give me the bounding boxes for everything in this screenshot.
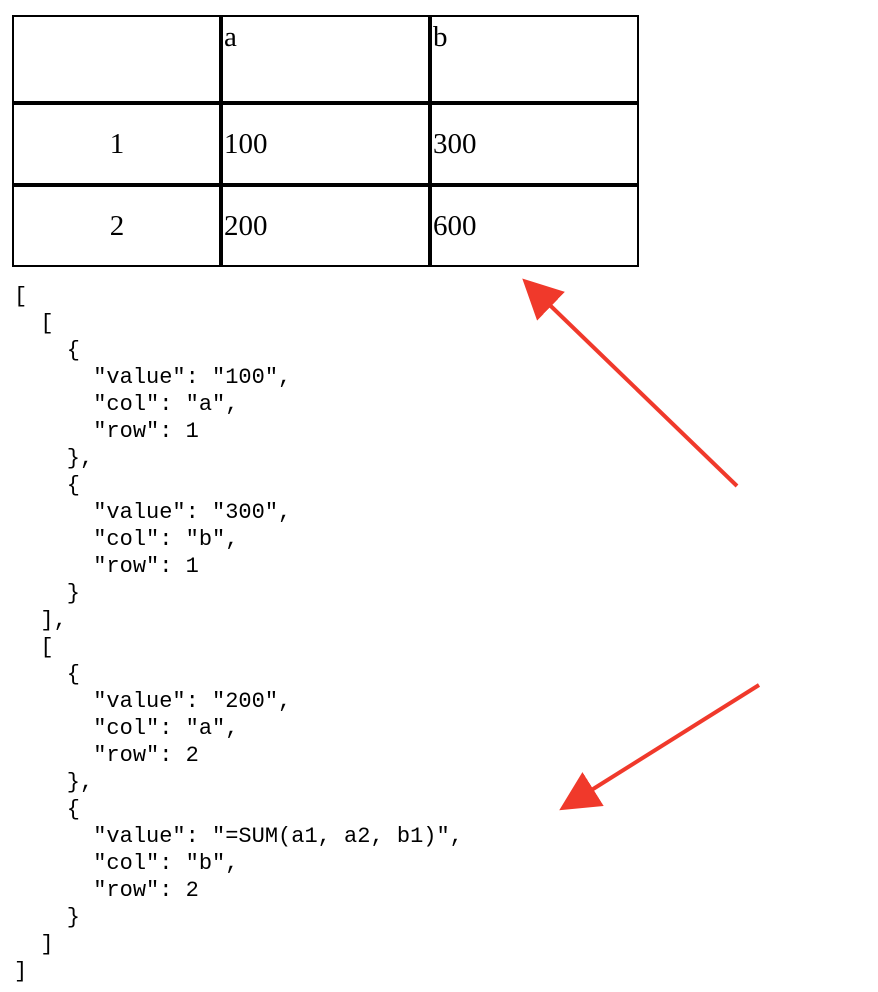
row-header-1: 1 (12, 101, 222, 186)
arrow-to-formula-icon (559, 683, 761, 811)
table-header-row: a b (12, 15, 639, 104)
column-header-b: b (428, 15, 639, 104)
table-row: 2 200 600 (12, 183, 639, 267)
table-row: 1 100 300 (12, 101, 639, 186)
json-output: [ [ { "value": "100", "col": "a", "row":… (14, 284, 463, 984)
column-header-a: a (219, 15, 431, 104)
cell-b2[interactable]: 600 (428, 183, 639, 267)
cell-b1[interactable]: 300 (428, 101, 639, 186)
corner-cell (12, 15, 222, 104)
cell-a1[interactable]: 100 (219, 101, 431, 186)
row-header-2: 2 (12, 183, 222, 267)
arrow-to-table-icon (522, 278, 739, 488)
cell-a2[interactable]: 200 (219, 183, 431, 267)
spreadsheet-table: a b 1 100 300 2 200 600 (12, 15, 639, 267)
